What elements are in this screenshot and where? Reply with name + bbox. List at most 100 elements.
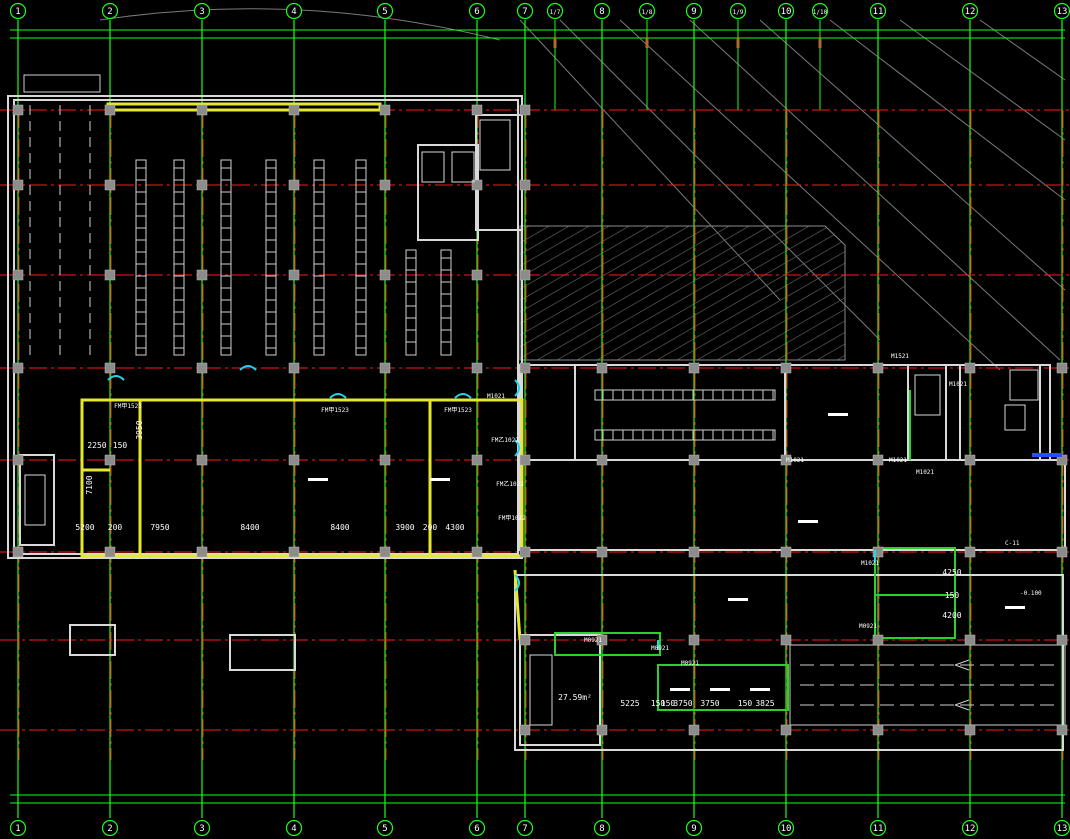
axis-label: 12 bbox=[965, 7, 976, 17]
column bbox=[1056, 634, 1068, 646]
axis-label: 8 bbox=[599, 824, 604, 834]
dimension-label: 7100 bbox=[85, 475, 94, 494]
column bbox=[379, 104, 391, 116]
column bbox=[519, 634, 531, 646]
column bbox=[288, 546, 300, 558]
axis-bubble: 5 bbox=[376, 2, 394, 20]
axis-bubble: 6 bbox=[468, 819, 486, 837]
column bbox=[196, 104, 208, 116]
axis-bubble: 4 bbox=[285, 819, 303, 837]
column bbox=[688, 454, 700, 466]
axis-label: 10 bbox=[781, 824, 792, 834]
dimension-label: 3750 bbox=[673, 699, 692, 708]
column bbox=[12, 546, 24, 558]
axis-bubble: 1 bbox=[9, 2, 27, 20]
axis-label: 6 bbox=[474, 7, 479, 17]
axis-bubble: 7 bbox=[516, 819, 534, 837]
axis-label: 9 bbox=[691, 824, 696, 834]
annotation-label: C-11 bbox=[1005, 540, 1020, 547]
dimension-label: 200 bbox=[108, 523, 123, 532]
shelf-row bbox=[355, 159, 367, 356]
door-label: M0921 bbox=[681, 660, 699, 667]
door-label: FM甲1523 bbox=[444, 407, 472, 414]
axis-label: 7 bbox=[522, 824, 527, 834]
axis-label: 5 bbox=[382, 7, 387, 17]
column bbox=[104, 454, 116, 466]
axis-bubble: 3 bbox=[193, 2, 211, 20]
axis-label: 5 bbox=[382, 824, 387, 834]
parking-lane-markings bbox=[789, 644, 1066, 726]
column bbox=[780, 634, 792, 646]
axis-bubble: 12 bbox=[961, 2, 979, 20]
shelf-row bbox=[265, 159, 277, 356]
room-label-mark bbox=[430, 478, 450, 481]
shelf-row bbox=[313, 159, 325, 356]
column bbox=[964, 634, 976, 646]
door-label: M0921 bbox=[584, 637, 602, 644]
column bbox=[688, 634, 700, 646]
dimension-label: 3750 bbox=[700, 699, 719, 708]
axis-bubble: 5 bbox=[376, 819, 394, 837]
dimension-label: 3825 bbox=[755, 699, 774, 708]
door-label: M1021 bbox=[786, 457, 804, 464]
column bbox=[471, 454, 483, 466]
axis-label: 7 bbox=[522, 7, 527, 17]
shelf-row bbox=[173, 159, 185, 356]
axis-bubble: 1/8 bbox=[638, 2, 656, 20]
annotation-label: -0.100 bbox=[1020, 590, 1042, 597]
shelf-row bbox=[135, 159, 147, 356]
axis-label: 4 bbox=[291, 824, 296, 834]
column bbox=[12, 454, 24, 466]
axis-label: 10 bbox=[781, 7, 792, 17]
axis-label: 3 bbox=[199, 824, 204, 834]
axis-label: 1/8 bbox=[642, 9, 653, 16]
column bbox=[964, 546, 976, 558]
column bbox=[471, 179, 483, 191]
axis-bubble: 13 bbox=[1053, 2, 1070, 20]
column bbox=[519, 546, 531, 558]
column bbox=[471, 362, 483, 374]
axis-bubble: 8 bbox=[593, 819, 611, 837]
column bbox=[688, 546, 700, 558]
door-label: FM乙1022 bbox=[491, 437, 519, 444]
axis-label: 2 bbox=[107, 7, 112, 17]
axis-bubble: 6 bbox=[468, 2, 486, 20]
axis-bubble: 1/9 bbox=[729, 2, 747, 20]
axis-bubble: 9 bbox=[685, 819, 703, 837]
dimension-label: 5225 bbox=[620, 699, 639, 708]
column bbox=[596, 362, 608, 374]
column bbox=[780, 362, 792, 374]
column bbox=[288, 179, 300, 191]
column bbox=[872, 634, 884, 646]
axis-label: 2 bbox=[107, 824, 112, 834]
column bbox=[872, 362, 884, 374]
room-label-mark bbox=[798, 520, 818, 523]
axis-label: 4 bbox=[291, 7, 296, 17]
axis-bubble: 12 bbox=[961, 819, 979, 837]
column bbox=[104, 362, 116, 374]
dimension-lines bbox=[10, 29, 1065, 804]
axis-label: 1/9 bbox=[733, 9, 744, 16]
room-label-mark bbox=[670, 688, 690, 691]
column bbox=[471, 546, 483, 558]
dimension-label: 150 bbox=[945, 591, 960, 600]
column bbox=[104, 179, 116, 191]
column bbox=[12, 269, 24, 281]
column bbox=[964, 724, 976, 736]
dimension-label: 150 bbox=[661, 699, 676, 708]
axis-label: 6 bbox=[474, 824, 479, 834]
axis-label: 1/7 bbox=[550, 9, 561, 16]
column bbox=[288, 454, 300, 466]
axis-bubble: 11 bbox=[869, 819, 887, 837]
door-label: FM乙1022 bbox=[496, 481, 524, 488]
column bbox=[379, 546, 391, 558]
door-label: FM甲1022 bbox=[498, 515, 526, 522]
column bbox=[780, 454, 792, 466]
column bbox=[12, 179, 24, 191]
room-label-mark bbox=[828, 413, 848, 416]
axis-bubble: 10 bbox=[777, 2, 795, 20]
column bbox=[196, 179, 208, 191]
column bbox=[519, 104, 531, 116]
